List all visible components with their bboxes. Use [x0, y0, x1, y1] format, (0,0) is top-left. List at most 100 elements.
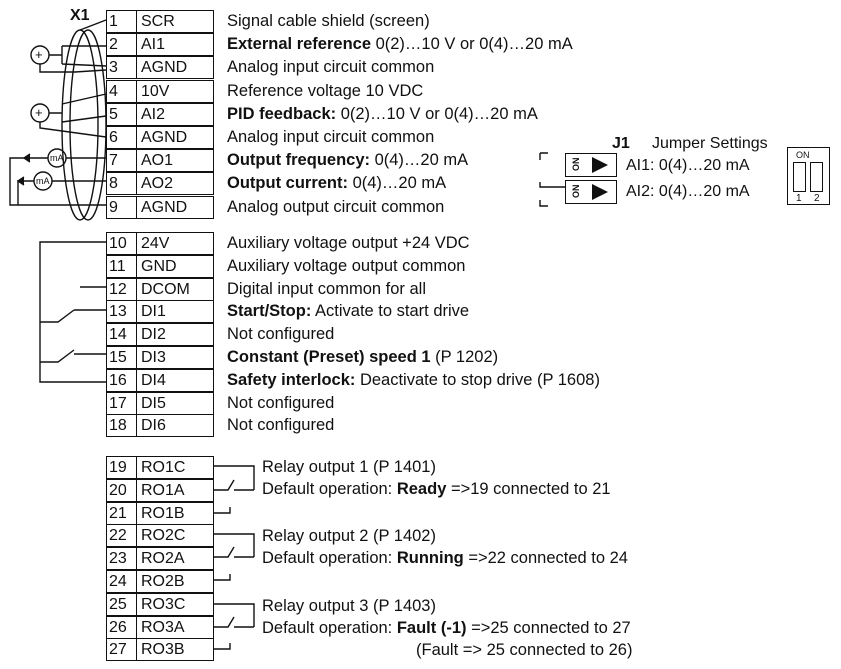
- relay-default-bold: Running: [396, 549, 464, 567]
- terminal-name: 10V: [141, 82, 170, 100]
- dip-switch: ON 1 2: [787, 147, 830, 205]
- relay-default-pre: Default operation:: [262, 619, 397, 637]
- description-emphasis: Constant (Preset) speed 1: [227, 348, 431, 366]
- ao2-meter-label: mA: [36, 176, 50, 186]
- terminal-description: PID feedback: 0(2)…10 V or 0(4)…20 mA: [227, 104, 538, 125]
- terminal-number: 24: [107, 571, 137, 592]
- description-text: 0(2)…10 V or 0(4)…20 mA: [336, 104, 538, 123]
- jumper-arrow-icon: [592, 157, 608, 173]
- terminal-description: Analog input circuit common: [227, 127, 434, 148]
- terminal-description: Constant (Preset) speed 1 (P 1202): [227, 347, 498, 368]
- terminal-name: GND: [141, 257, 177, 275]
- terminal-name: DCOM: [141, 280, 190, 298]
- description-text: Analog output circuit common: [227, 197, 445, 216]
- terminal-name: AGND: [141, 129, 188, 146]
- terminal-name: RO1B: [141, 504, 185, 522]
- cable-shield-1: [61, 29, 99, 221]
- terminal-number: 1: [107, 11, 137, 32]
- terminal-description: Analog output circuit common: [227, 197, 444, 218]
- description-emphasis: Output current:: [227, 174, 348, 193]
- terminal-name: RO2B: [141, 573, 185, 590]
- terminal-description: Reference voltage 10 VDC: [227, 81, 423, 102]
- description-text: Not configured: [227, 393, 335, 412]
- terminal-name: DI2: [141, 326, 166, 344]
- dip-1-label: 1: [796, 193, 802, 204]
- description-emphasis: Safety interlock:: [227, 370, 356, 389]
- dip-switch-1: [793, 162, 806, 192]
- terminal-number: 15: [107, 347, 137, 368]
- terminal-name: RO1A: [141, 481, 185, 499]
- terminal-description: Signal cable shield (screen): [227, 11, 430, 32]
- terminal-name: AO1: [141, 152, 174, 170]
- terminal-description: Safety interlock: Deactivate to stop dri…: [227, 370, 600, 391]
- terminal-number: 9: [107, 196, 137, 218]
- pot2-plus: +: [35, 105, 43, 120]
- terminal-name: RO2C: [141, 527, 186, 545]
- terminal-number: 8: [107, 173, 137, 195]
- description-text: 0(2)…10 V or 0(4)…20 mA: [371, 35, 573, 54]
- terminal-description: Not configured: [227, 415, 334, 436]
- terminal-number: 16: [107, 369, 137, 391]
- terminal-number: 3: [107, 57, 137, 79]
- terminal-name: AI2: [141, 105, 166, 123]
- description-text: Deactivate to stop drive (P 1608): [355, 370, 600, 389]
- terminal-description: Auxiliary voltage output common: [227, 256, 465, 277]
- terminal-name: RO3C: [141, 595, 186, 613]
- terminal-name: DI5: [141, 394, 166, 412]
- terminal-number: 13: [107, 301, 137, 323]
- terminal-number: 12: [107, 278, 137, 300]
- terminal-name: RO1C: [141, 459, 186, 476]
- terminal-number: 22: [107, 525, 137, 547]
- terminal-description: Not configured: [227, 393, 334, 414]
- description-emphasis: PID feedback:: [227, 104, 337, 123]
- description-emphasis: Start/Stop:: [227, 302, 312, 321]
- dip-2-label: 2: [814, 193, 820, 204]
- jumper-ai1-label: AI1: 0(4)…20 mA: [626, 157, 750, 174]
- terminal-number: 18: [107, 415, 137, 437]
- terminal-number: 11: [107, 255, 137, 277]
- terminal-name: RO3B: [141, 641, 185, 659]
- terminal-number: 10: [107, 233, 137, 254]
- description-text: Digital input common for all: [227, 279, 426, 298]
- terminal-name: AO2: [141, 175, 174, 193]
- connector-label: X1: [70, 7, 90, 24]
- jumper-ai1: ON: [565, 153, 617, 177]
- pot1-plus: +: [35, 47, 43, 62]
- terminal-name: DI3: [141, 349, 166, 366]
- relay-default-pre: Default operation:: [262, 480, 397, 498]
- jumper-ai2: ON: [565, 180, 617, 204]
- terminal-number: 19: [107, 457, 137, 478]
- terminal-name: DI4: [141, 371, 166, 389]
- terminal-name: DI1: [141, 303, 166, 321]
- terminal-description: Analog input circuit common: [227, 57, 434, 78]
- jumper-title: Jumper Settings: [652, 135, 768, 152]
- terminal-number: 5: [107, 103, 137, 125]
- description-text: Not configured: [227, 325, 335, 344]
- terminal-name: DI6: [141, 417, 166, 435]
- terminal-number: 27: [107, 639, 137, 661]
- terminal-number: 14: [107, 324, 137, 346]
- terminal-description: Output current: 0(4)…20 mA: [227, 173, 446, 194]
- shield-wire: [79, 19, 107, 31]
- description-text: Not configured: [227, 416, 335, 435]
- relay-default-post: =>19 connected to 21: [446, 480, 611, 498]
- ao1-meter-label: mA: [50, 153, 64, 163]
- relay-default: Default operation: Running =>22 connecte…: [262, 548, 628, 569]
- terminal-description: Output frequency: 0(4)…20 mA: [227, 150, 468, 171]
- relay-title: Relay output 1 (P 1401): [262, 458, 436, 476]
